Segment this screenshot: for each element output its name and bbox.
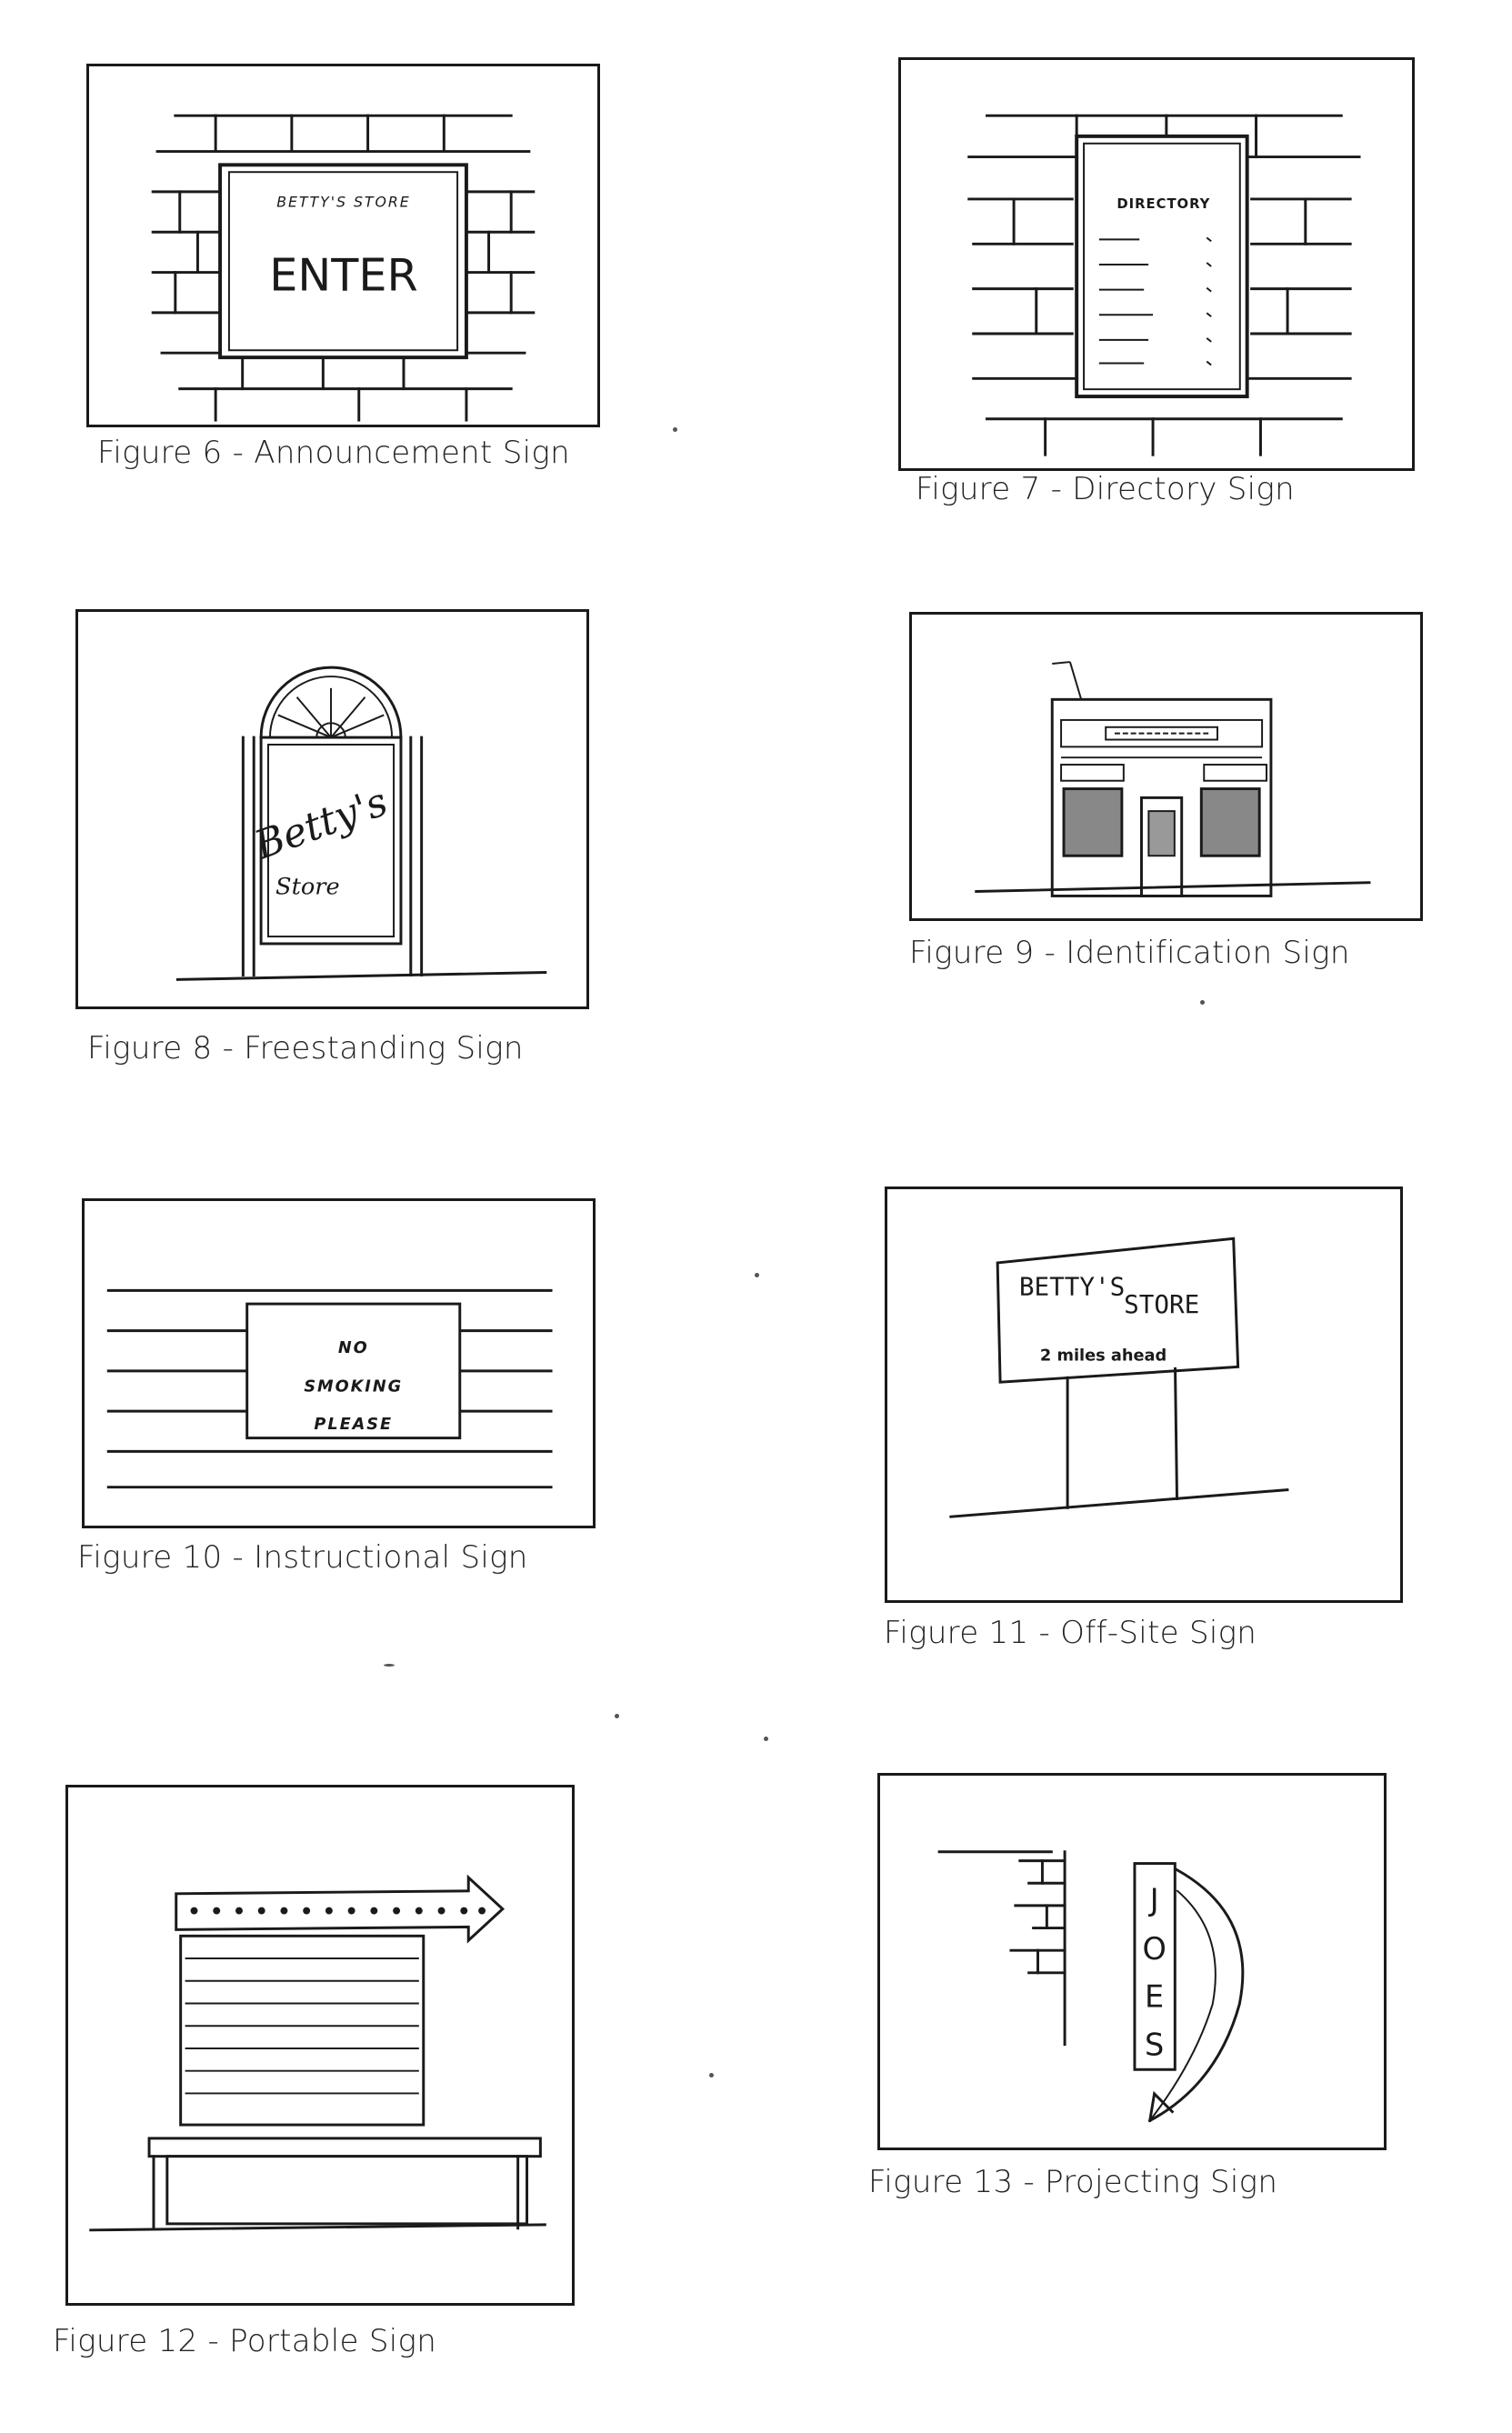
brick-wall (967, 114, 1361, 456)
sign-posts (241, 736, 424, 976)
projecting-sign-panel (1133, 1862, 1177, 2071)
figure-9-caption: Figure 9 - Identification Sign (909, 935, 1350, 971)
letter-board-rows (185, 1957, 419, 2095)
trailer-top (147, 2137, 542, 2158)
trailer-base (165, 2155, 529, 2226)
figure-12-caption: Figure 12 - Portable Sign (53, 2323, 437, 2359)
off-site-sign-drawing: BETTY'S STORE 2 miles ahead (949, 1237, 1289, 1518)
sign-script-store: Store (275, 874, 340, 901)
sign-letter-o: O (1142, 1931, 1166, 1967)
portable-letter-board (179, 1934, 426, 2127)
sign-line-smoking: SMOKING (304, 1377, 403, 1396)
identification-sign-drawing (975, 661, 1371, 897)
shop-window-left (1062, 787, 1124, 857)
shop-window-right (1199, 787, 1261, 857)
billboard-line-1: BETTY'S (1019, 1271, 1125, 1301)
billboard-posts (1066, 1367, 1179, 1509)
figure-10-instructional-sign: NO SMOKING PLEASE (82, 1198, 596, 1528)
figure-8-caption: Figure 8 - Freestanding Sign (87, 1030, 524, 1066)
sign-line-no: NO (338, 1339, 369, 1357)
arch-fan-top (259, 666, 403, 739)
directory-listings (1098, 236, 1212, 366)
projecting-sign-drawing: J O E S (937, 1850, 1245, 2123)
figure-8-freestanding-sign: Betty's Store (75, 609, 589, 1009)
directory-title: DIRECTORY (1116, 196, 1210, 212)
figure-9-identification-sign (909, 612, 1423, 921)
figure-7-directory-sign: DIRECTORY (898, 57, 1415, 471)
directory-sign-panel (1075, 134, 1249, 399)
figure-12-portable-sign (65, 1785, 575, 2306)
sign-enter-text: ENTER (269, 248, 417, 301)
ground-line (949, 1488, 1289, 1518)
siding-lines (106, 1288, 553, 1489)
figure-6-caption: Figure 6 - Announcement Sign (97, 435, 570, 471)
instructional-sign-panel (245, 1302, 462, 1440)
figure-7-caption: Figure 7 - Directory Sign (916, 471, 1295, 507)
brick-wall-edge (1009, 1850, 1066, 2047)
announcement-sign-drawing: BETTY'S STORE ENTER (151, 114, 536, 422)
sign-letter-e: E (1145, 1978, 1164, 2014)
freestanding-sign-drawing: Betty's Store (175, 666, 547, 981)
sign-store-name: BETTY'S STORE (276, 194, 410, 211)
freestanding-sign-panel (259, 736, 403, 946)
identification-sign-band (1060, 718, 1264, 748)
figure-13-caption: Figure 13 - Projecting Sign (868, 2164, 1278, 2200)
sign-line-please: PLEASE (314, 1416, 393, 1434)
billboard-line-3: 2 miles ahead (1040, 1347, 1167, 1365)
curved-arrow (1147, 1867, 1245, 2123)
figure-6-announcement-sign: BETTY'S STORE ENTER (86, 64, 600, 427)
announcement-sign-panel (218, 163, 468, 360)
ground-line (175, 971, 547, 981)
instructional-sign-drawing: NO SMOKING PLEASE (106, 1288, 553, 1489)
directory-sign-drawing: DIRECTORY (967, 114, 1361, 456)
portable-sign-drawing (89, 1874, 546, 2232)
billboard-line-2: STORE (1124, 1289, 1199, 1319)
sign-letter-s: S (1145, 2027, 1164, 2062)
figure-13-projecting-sign: J O E S (877, 1773, 1387, 2150)
figure-11-off-site-sign: BETTY'S STORE 2 miles ahead (885, 1186, 1403, 1603)
marquee-bulbs (190, 1907, 486, 1915)
arrow-marquee (175, 1874, 506, 1944)
sign-letter-j: J (1148, 1882, 1159, 1917)
figure-11-caption: Figure 11 - Off-Site Sign (884, 1615, 1257, 1651)
figure-10-caption: Figure 10 - Instructional Sign (77, 1539, 528, 1576)
ground-line (89, 2223, 546, 2232)
ground-line (975, 881, 1371, 894)
billboard-panel (996, 1237, 1240, 1384)
